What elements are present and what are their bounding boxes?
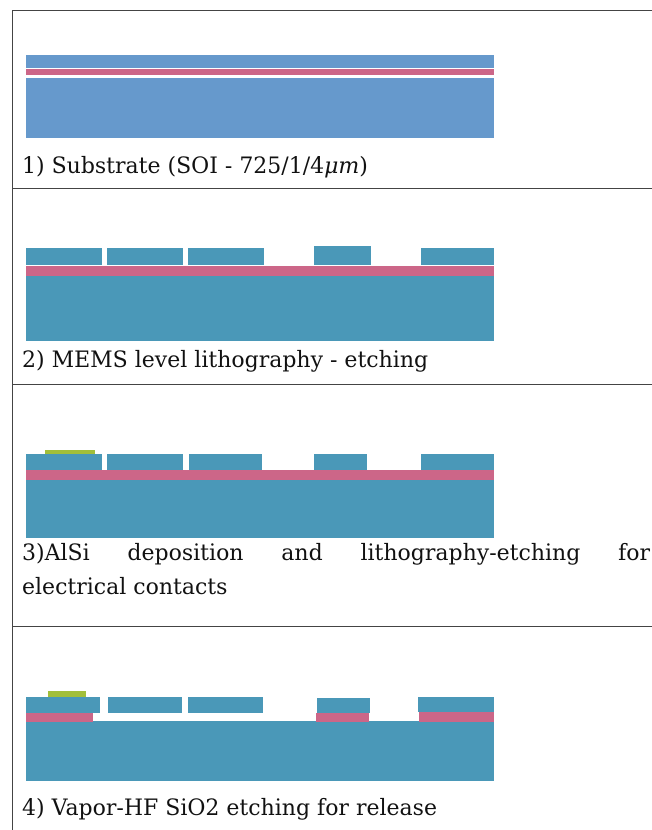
- oxide-anchor: [316, 713, 369, 722]
- mems-structure: [26, 454, 102, 470]
- silicon-handle-layer: [26, 276, 494, 341]
- step-3-caption-line-2: electrical contacts: [22, 575, 228, 600]
- silicon-handle-layer: [26, 480, 494, 538]
- step-4-caption: 4) Vapor-HF SiO2 etching for release: [22, 796, 437, 821]
- step-1-caption-unit: μm: [324, 154, 360, 179]
- mems-structure: [107, 248, 183, 265]
- mems-structure: [314, 246, 371, 265]
- row-divider: [12, 626, 652, 627]
- step-2-cell: 2) MEMS level lithography - etching: [13, 189, 652, 384]
- step-4-cell: 4) Vapor-HF SiO2 etching for release: [13, 627, 652, 830]
- alsi-contact-pad: [48, 691, 86, 697]
- silicon-handle-layer: [26, 721, 494, 781]
- step-1-cell: 1) Substrate (SOI - 725/1/4μm): [13, 11, 652, 188]
- oxide-anchor: [26, 713, 93, 722]
- row-divider: [12, 188, 652, 189]
- table-left-border: [12, 10, 13, 830]
- released-mems-structure: [317, 698, 370, 713]
- buried-oxide-layer: [26, 266, 494, 276]
- released-mems-structure: [26, 697, 100, 713]
- process-flow-table: 1) Substrate (SOI - 725/1/4μm) 2) MEMS l…: [12, 10, 652, 830]
- mems-structure: [188, 248, 264, 265]
- step-1-caption-close: ): [359, 154, 368, 179]
- mems-structure: [421, 248, 494, 265]
- row-divider: [12, 384, 652, 385]
- step-3-cell: 3)AlSi deposition and lithography-etchin…: [13, 385, 652, 626]
- table-top-border: [12, 10, 652, 11]
- mems-structure: [107, 454, 183, 470]
- alsi-contact-pad: [45, 450, 95, 455]
- mems-structure: [189, 454, 262, 470]
- mems-structure: [421, 454, 494, 470]
- mems-structure: [314, 454, 367, 470]
- released-mems-structure: [108, 697, 182, 713]
- released-mems-structure: [418, 697, 494, 712]
- step-3-caption-line-1: 3)AlSi deposition and lithography-etchin…: [22, 541, 650, 566]
- step-1-caption-text: 1) Substrate (SOI - 725/1/4: [22, 154, 325, 179]
- buried-oxide-layer: [26, 470, 494, 480]
- mems-structure: [26, 248, 102, 265]
- step-3-caption: 3)AlSi deposition and lithography-etchin…: [22, 537, 650, 605]
- step-1-caption: 1) Substrate (SOI - 725/1/4μm): [22, 150, 368, 184]
- step-2-cross-section: [26, 246, 494, 341]
- silicon-device-layer: [26, 55, 494, 68]
- oxide-anchor: [419, 712, 494, 722]
- released-mems-structure: [188, 697, 263, 713]
- step-2-caption: 2) MEMS level lithography - etching: [22, 348, 429, 373]
- buried-oxide-layer: [26, 69, 494, 75]
- step-1-cross-section: [26, 55, 494, 138]
- silicon-handle-layer: [26, 78, 494, 138]
- step-3-cross-section: [26, 450, 494, 538]
- step-4-cross-section: [26, 691, 494, 781]
